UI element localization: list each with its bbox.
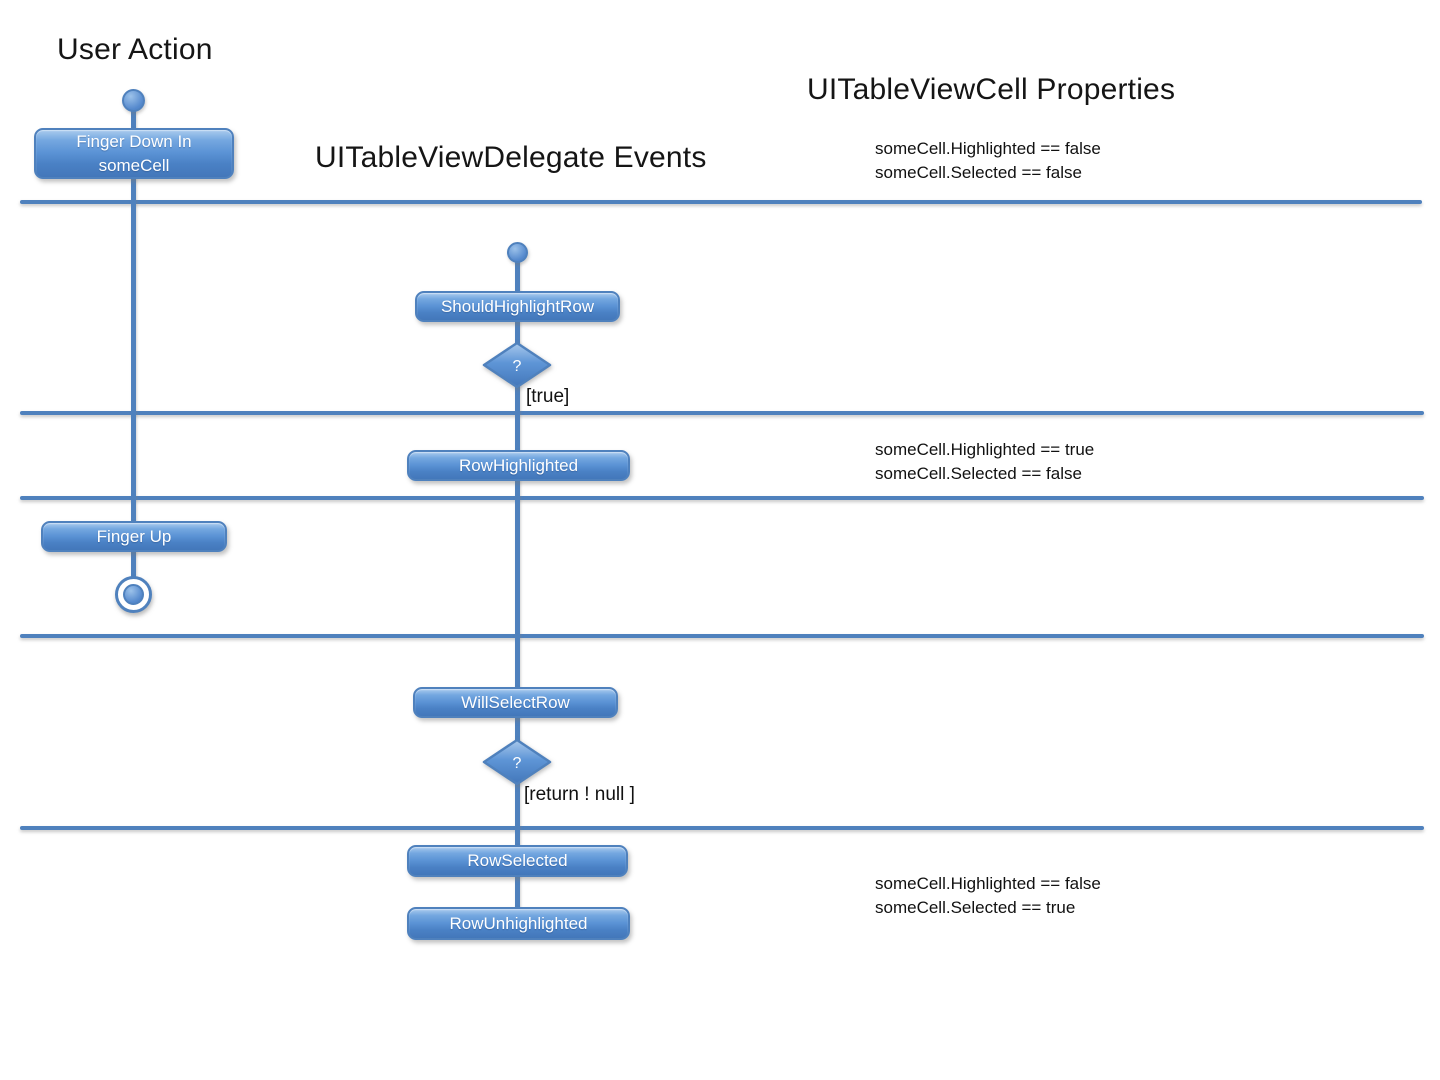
node-row-highlighted: RowHighlighted [407,450,630,481]
decision-diamond-select-shape [482,738,552,786]
node-will-select-row: WillSelectRow [413,687,618,718]
node-will-select-row-label: WillSelectRow [461,692,570,712]
lane-divider-5 [20,826,1424,830]
node-finger-up-label: Finger Up [96,526,172,546]
cell-state-selected-line1: someCell.Highlighted == false [875,874,1101,893]
cell-state-initial: someCell.Highlighted == false someCell.S… [875,137,1101,185]
heading-user-action: User Action [57,33,213,66]
lane-divider-4 [20,634,1424,638]
cell-state-highlighted: someCell.Highlighted == true someCell.Se… [875,438,1094,486]
start-node-delegate-events [507,242,528,263]
end-node-user-action [115,576,152,613]
edge-label-true: [true] [526,386,570,407]
cell-state-highlighted-line2: someCell.Selected == false [875,464,1082,483]
node-row-unhighlighted: RowUnhighlighted [407,907,630,940]
delegate-events-flow-line [515,258,520,912]
end-node-inner-dot [123,584,144,605]
decision-diamond-select-label: ? [513,755,522,772]
heading-cell-properties: UITableViewCell Properties [807,73,1176,106]
node-finger-down-label: Finger Down In someCell [76,131,192,175]
node-finger-down: Finger Down In someCell [34,128,234,179]
cell-state-initial-line2: someCell.Selected == false [875,163,1082,182]
heading-delegate-events: UITableViewDelegate Events [315,141,707,174]
decision-diamond-select: ? [482,738,552,786]
cell-state-selected-line2: someCell.Selected == true [875,898,1076,917]
cell-state-highlighted-line1: someCell.Highlighted == true [875,440,1095,459]
edge-label-return-not-null: [return ! null ] [524,784,635,805]
lane-divider-2 [20,411,1424,415]
cell-state-initial-line1: someCell.Highlighted == false [875,139,1101,158]
node-should-highlight-row-label: ShouldHighlightRow [440,296,595,316]
decision-diamond-highlight-shape [482,341,552,389]
node-row-highlighted-label: RowHighlighted [458,455,579,475]
node-row-unhighlighted-label: RowUnhighlighted [449,913,588,933]
decision-diamond-highlight-label: ? [513,358,522,375]
lane-divider-3 [20,496,1424,500]
node-row-selected-label: RowSelected [467,851,568,871]
lane-divider-1 [20,200,1422,204]
cell-state-selected: someCell.Highlighted == false someCell.S… [875,872,1101,920]
user-action-flow-line [131,106,136,580]
decision-diamond-highlight: ? [482,341,552,389]
node-row-selected: RowSelected [407,845,628,877]
start-node-user-action [122,89,145,112]
node-finger-up: Finger Up [41,521,227,552]
node-should-highlight-row: ShouldHighlightRow [415,291,620,322]
